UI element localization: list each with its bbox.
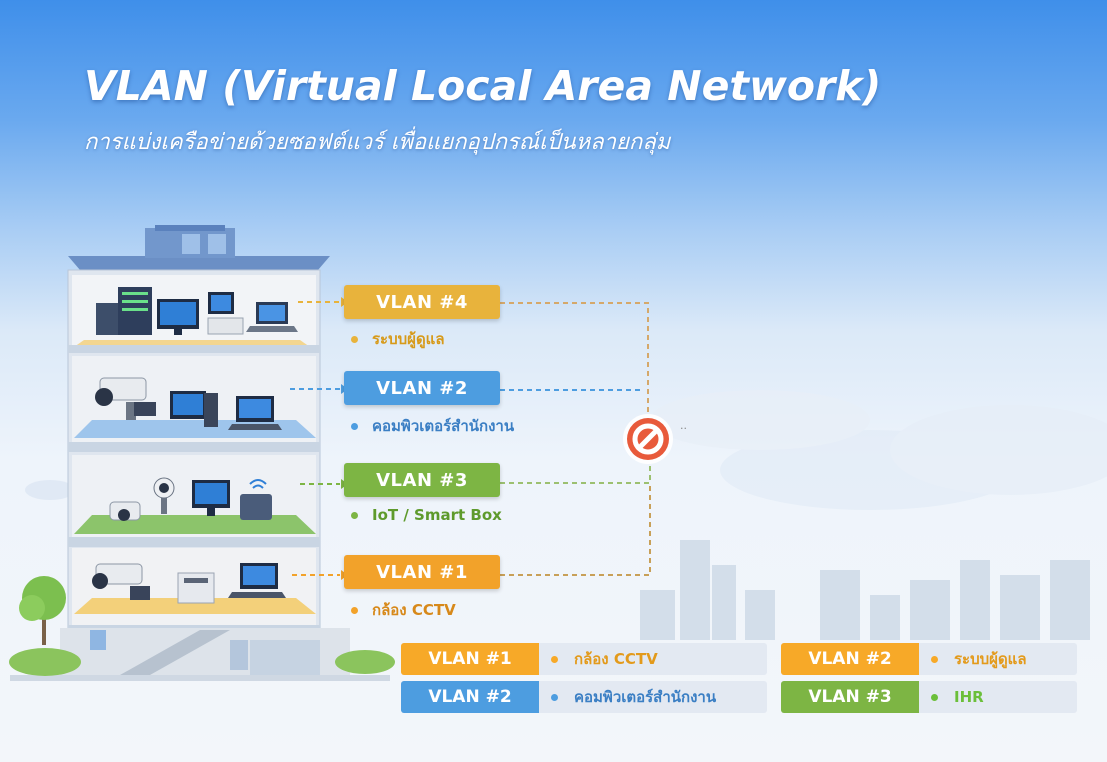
bullet-dot: [551, 655, 558, 663]
desc-text: คอมพิวเตอร์สำนักงาน: [372, 417, 515, 435]
bullet-dot: [931, 655, 938, 663]
bullet-dot: [551, 693, 558, 701]
legend-desc: ระบบผู้ดูแล: [954, 650, 1027, 668]
vlan-badge-floor-1: VLAN #1: [344, 555, 500, 589]
legend-desc: IHR: [954, 688, 984, 706]
bullet-dot: [351, 606, 358, 614]
bullet-dot: [351, 422, 358, 430]
arrowheads: [341, 297, 348, 580]
cctv-devices: [92, 563, 286, 604]
legend-badge: VLAN #2: [401, 681, 539, 713]
legend-row: VLAN #2 คอมพิวเตอร์สำนักงาน: [401, 681, 767, 713]
vlan-desc-floor-3: คอมพิวเตอร์สำนักงาน: [351, 414, 514, 438]
legend-text: คอมพิวเตอร์สำนักงาน: [539, 681, 716, 713]
servers-and-computers: [96, 287, 298, 335]
city-skyline: [640, 540, 1090, 640]
legend-desc: คอมพิวเตอร์สำนักงาน: [574, 688, 717, 706]
page-title: VLAN (Virtual Local Area Network): [84, 62, 882, 110]
vlan-badge-floor-4: VLAN #4: [344, 285, 500, 319]
legend-row: VLAN #3 IHR: [781, 681, 1077, 713]
legend-desc: กล้อง CCTV: [574, 650, 658, 668]
trees: [9, 576, 395, 676]
vlan-desc-floor-4: ระบบผู้ดูแล: [351, 327, 445, 351]
desc-text: ระบบผู้ดูแล: [372, 330, 445, 348]
vlan-desc-floor-2: IoT / Smart Box: [351, 506, 502, 524]
legend-badge: VLAN #3: [781, 681, 919, 713]
desc-text: กล้อง CCTV: [372, 601, 456, 619]
desc-text: IoT / Smart Box: [372, 506, 502, 524]
vlan-label: VLAN #4: [376, 291, 468, 313]
legend-text: IHR: [919, 681, 984, 713]
legend-text: กล้อง CCTV: [539, 643, 658, 675]
legend-badge: VLAN #1: [401, 643, 539, 675]
bullet-dot: [931, 693, 938, 701]
legend-row: VLAN #1 กล้อง CCTV: [401, 643, 767, 675]
bracket-lines: [500, 302, 651, 576]
iot-devices: [109, 477, 272, 521]
bullet-dot: [351, 511, 358, 519]
floor-connectors: [290, 301, 340, 576]
vlan-label: VLAN #2: [376, 377, 468, 399]
ellipsis-mark: ··: [680, 422, 687, 435]
camera-and-pcs: [95, 377, 282, 430]
vlan-label: VLAN #3: [376, 469, 468, 491]
vlan-desc-floor-1: กล้อง CCTV: [351, 598, 456, 622]
legend-row: VLAN #2 ระบบผู้ดูแล: [781, 643, 1077, 675]
vlan-badge-floor-3: VLAN #2: [344, 371, 500, 405]
clouds-background: [25, 390, 1107, 510]
page-subtitle: การแบ่งเครือข่ายด้วยซอฟต์แวร์ เพื่อแยกอุ…: [84, 130, 671, 155]
vlan-badge-floor-2: VLAN #3: [344, 463, 500, 497]
legend-text: ระบบผู้ดูแล: [919, 643, 1027, 675]
bullet-dot: [351, 335, 358, 343]
vlan-label: VLAN #1: [376, 561, 468, 583]
no-entry-icon: [623, 414, 673, 464]
legend-badge: VLAN #2: [781, 643, 919, 675]
building: [10, 225, 390, 681]
